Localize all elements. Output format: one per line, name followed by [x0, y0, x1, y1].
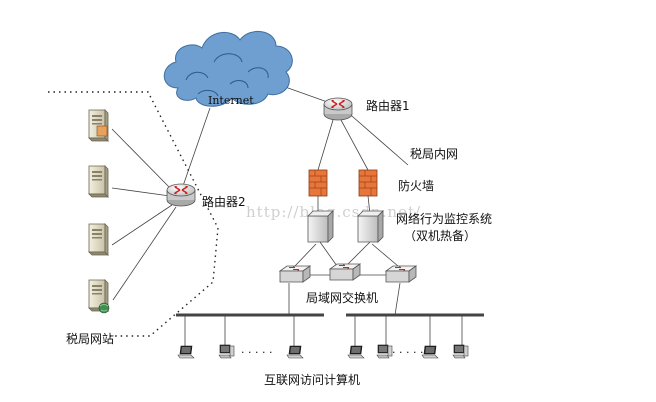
firewall-icon — [358, 169, 378, 197]
link-internet-router2 — [182, 107, 211, 187]
desktop-icon — [218, 344, 235, 359]
laptop-icon — [177, 345, 195, 359]
internet-cloud: Internet — [163, 31, 293, 107]
router-icon — [166, 183, 196, 207]
laptop-icon — [286, 345, 304, 359]
link-router2-server1 — [111, 128, 173, 191]
switch-icon — [279, 265, 311, 283]
server-icon — [88, 109, 109, 142]
monitor-server-left — [307, 210, 334, 243]
cloud-icon — [163, 31, 293, 107]
hot-standby-label: （双机热备） — [404, 229, 476, 243]
lan-switch-label: 局域网交换机 — [306, 290, 378, 305]
router-1-label: 路由器1 — [366, 98, 410, 113]
internet-computers: · · · · · · · · · · 互联网访问计算机 — [177, 344, 469, 387]
link-monitor-right-switch — [345, 241, 371, 267]
connection-lines — [111, 77, 409, 316]
switch-icon — [329, 263, 361, 281]
ellipsis-left: · · · · · — [241, 346, 272, 359]
link-monitor-left-switch-left — [294, 243, 317, 267]
link-monitor-left-switch — [319, 241, 338, 267]
firewalls: 防火墙 — [308, 169, 434, 197]
server-icon — [88, 165, 109, 198]
tax-website-label: 税局网站 — [66, 332, 114, 346]
switch-icon — [385, 265, 417, 283]
router-icon — [323, 97, 353, 121]
ellipsis-right: · · · · · — [392, 346, 423, 359]
server-icon — [88, 223, 109, 256]
lan-switches: 局域网交换机 — [279, 263, 417, 305]
laptop-icon — [347, 345, 365, 359]
link-monitor-right-switch-right — [371, 243, 399, 267]
link-router2-server3 — [111, 204, 173, 246]
monitor-system-label: 网络行为监控系统 — [396, 211, 492, 226]
desktop-icon — [376, 344, 393, 359]
link-router1-firewall-left — [317, 119, 334, 171]
firewall-icon — [308, 169, 328, 197]
internet-label: Internet — [208, 94, 254, 107]
internet-computers-label: 互联网访问计算机 — [264, 372, 360, 387]
router-1: 路由器1 — [323, 97, 410, 121]
dmz-boundary — [48, 91, 219, 337]
network-buses — [176, 313, 484, 346]
monitor-server-right — [357, 210, 384, 243]
link-router2-server2 — [111, 187, 171, 197]
tax-website-servers: 税局网站 — [66, 109, 114, 346]
link-router1-intranet — [344, 109, 409, 166]
link-switch-right-bus — [394, 282, 401, 316]
tax-intranet-label: 税局内网 — [410, 147, 458, 161]
watermark-text: http://blog.csdn.net/ — [246, 203, 421, 221]
desktop-icon — [452, 344, 469, 359]
link-router1-firewall-right — [340, 119, 369, 171]
router-2-label: 路由器2 — [202, 194, 246, 209]
link-router2-server4 — [112, 206, 177, 301]
router-2: 路由器2 — [166, 183, 246, 209]
laptop-icon — [421, 345, 439, 359]
monitor-system: 网络行为监控系统 （双机热备） — [307, 210, 492, 243]
firewall-label: 防火墙 — [398, 178, 434, 193]
